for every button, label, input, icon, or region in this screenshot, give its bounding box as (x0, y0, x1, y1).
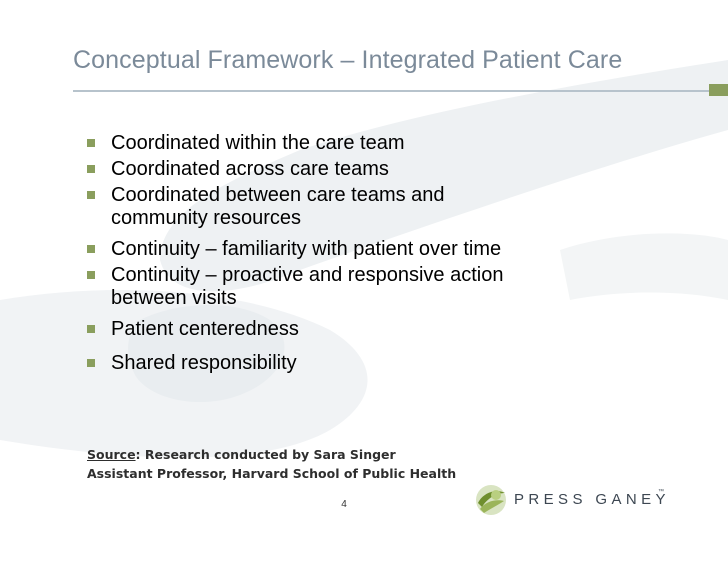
source-line-2: Assistant Professor, Harvard School of P… (87, 466, 457, 481)
bullet-list: Coordinated within the care team Coordin… (86, 132, 591, 383)
bullet-square-icon (87, 271, 95, 279)
source-line-1: Source: Research conducted by Sara Singe… (87, 445, 456, 464)
bullet-item: Coordinated between care teams and commu… (86, 184, 511, 230)
bullet-text: Patient centeredness (111, 318, 299, 340)
logo-trademark: ™ (658, 489, 664, 495)
bullet-item: Patient centeredness (86, 318, 591, 341)
bullet-item: Continuity – proactive and responsive ac… (86, 264, 561, 310)
bullet-text: Coordinated within the care team (111, 132, 405, 154)
bullet-text: Continuity – familiarity with patient ov… (111, 238, 502, 260)
press-ganey-logo: PRESS GANEY ™ (474, 483, 684, 519)
bullet-item: Coordinated across care teams (86, 158, 591, 181)
bullet-text: Coordinated across care teams (111, 158, 389, 180)
bullet-text: Shared responsibility (111, 352, 297, 374)
bullet-square-icon (87, 191, 95, 199)
page-number: 4 (341, 499, 347, 510)
bullet-text: Continuity – proactive and responsive ac… (111, 264, 504, 309)
bullet-square-icon (87, 325, 95, 333)
bullet-text: Coordinated between care teams and commu… (111, 184, 445, 229)
bullet-item: Continuity – familiarity with patient ov… (86, 238, 581, 261)
title-divider (73, 90, 709, 92)
bullet-square-icon (87, 359, 95, 367)
title-accent-tab (709, 84, 728, 96)
bullet-square-icon (87, 165, 95, 173)
press-ganey-globe-icon (476, 485, 506, 515)
source-text: : Research conducted by Sara Singer (135, 447, 396, 462)
slide-title: Conceptual Framework – Integrated Patien… (73, 46, 623, 74)
source-citation: Source: Research conducted by Sara Singe… (87, 445, 456, 483)
bullet-item: Shared responsibility (86, 352, 591, 375)
source-label: Source (87, 447, 136, 462)
bullet-item: Coordinated within the care team (86, 132, 591, 155)
bullet-square-icon (87, 139, 95, 147)
bullet-square-icon (87, 245, 95, 253)
logo-wordmark: PRESS GANEY (514, 491, 670, 508)
